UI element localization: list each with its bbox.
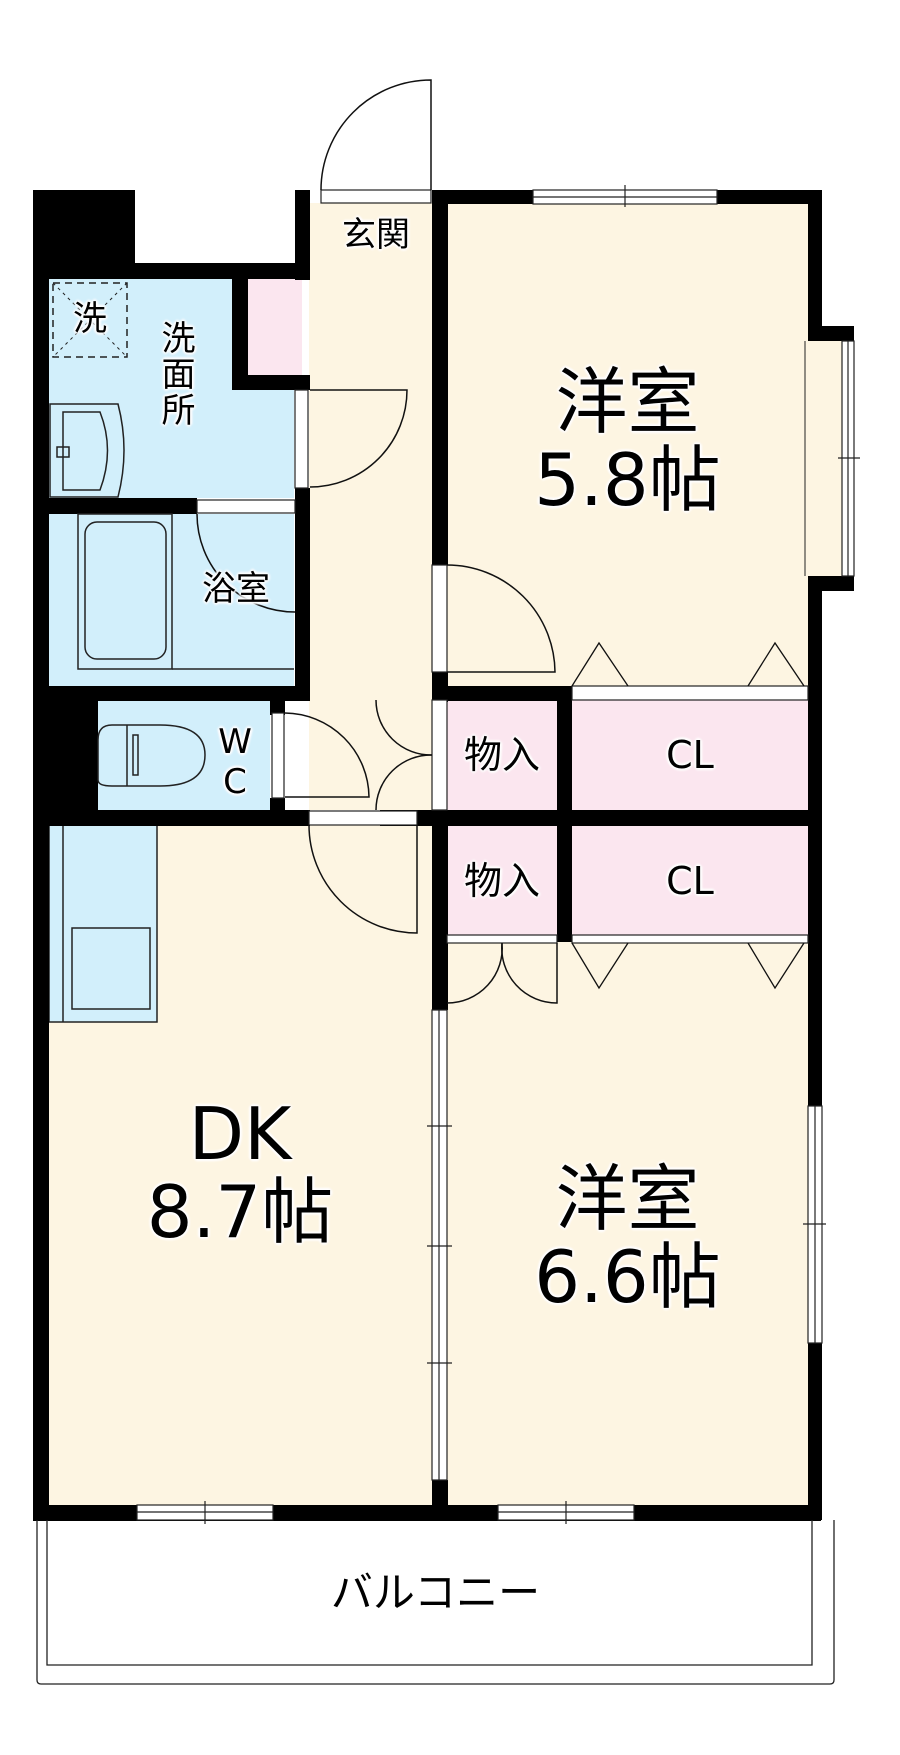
storage-2-label: 物入	[463, 859, 540, 903]
western-room-2-size: 6.6帖	[534, 1235, 721, 1319]
bathtub	[77, 513, 173, 670]
bathroom-label: 浴室	[202, 569, 270, 609]
western-room-2-name: 洋室	[555, 1157, 700, 1241]
washroom-label: 洗面所	[155, 320, 195, 428]
dk-size: 8.7帖	[146, 1170, 334, 1254]
wc-label-c: C	[223, 762, 247, 802]
shoe-storage	[246, 278, 302, 375]
washroom-fixtures	[49, 282, 294, 787]
balcony	[36, 1520, 835, 1685]
windows	[136, 185, 860, 1524]
western-room-1-name: 洋室	[555, 360, 700, 444]
storage-1-label: 物入	[463, 733, 540, 777]
western-room-1-size: 5.8帖	[534, 438, 721, 522]
closet-2-label: CL	[666, 859, 714, 903]
closet-1-label: CL	[666, 733, 714, 777]
washer-space-label: 洗	[73, 299, 107, 339]
western-room-1-floor	[447, 203, 808, 687]
closet-fold-doors	[571, 641, 805, 990]
storage-2-floor	[447, 825, 557, 935]
bathroom-floor	[48, 514, 294, 686]
wc-label-w: W	[218, 722, 252, 762]
sink-icon	[49, 403, 125, 498]
washer-space	[52, 282, 128, 358]
storage-1-floor	[447, 700, 557, 810]
closet-2-floor	[572, 825, 808, 935]
door-swings	[196, 79, 558, 1004]
closet-1-floor	[572, 700, 808, 810]
balcony-label: バルコニー	[330, 1568, 541, 1617]
kitchen-sink	[71, 927, 151, 1010]
toilet-icon	[97, 724, 206, 787]
entrance-label: 玄関	[342, 215, 410, 255]
western-room-2-floor	[447, 942, 808, 1505]
hallway-floor	[309, 203, 432, 810]
dk-name: DK	[188, 1092, 292, 1176]
